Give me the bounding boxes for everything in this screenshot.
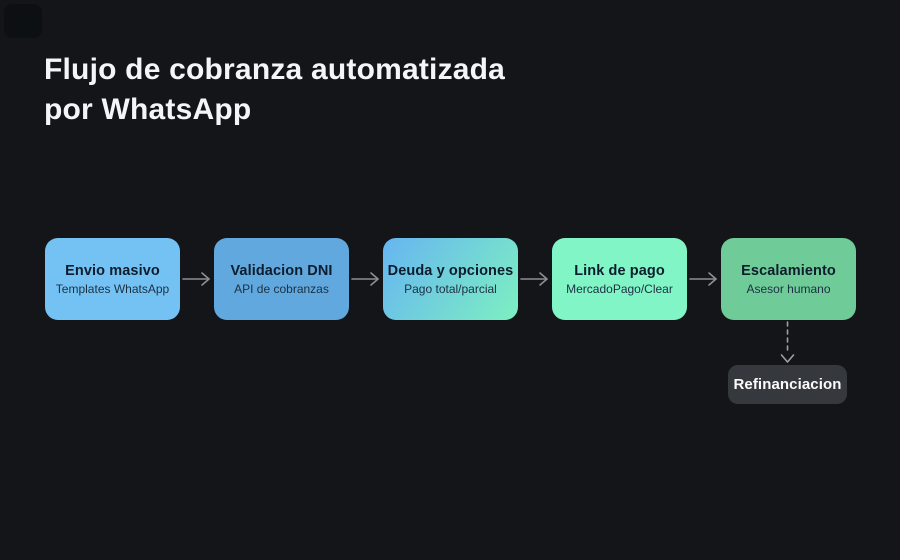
step-title: Deuda y opciones bbox=[387, 262, 514, 279]
branch-box-label: Refinanciacion bbox=[733, 376, 842, 393]
step-title: Validacion DNI bbox=[230, 262, 333, 279]
step-subtitle: Templates WhatsApp bbox=[55, 281, 170, 296]
arrow-right-icon bbox=[349, 238, 383, 320]
page-title-line-1: Flujo de cobranza automatizada bbox=[44, 53, 506, 86]
flow-row: Envio masivo Templates WhatsApp Validaci… bbox=[45, 238, 856, 320]
page-title-line-2: por WhatsApp bbox=[44, 93, 252, 126]
corner-smudge bbox=[4, 4, 42, 38]
arrow-right-icon bbox=[518, 238, 552, 320]
step-title: Escalamiento bbox=[741, 262, 836, 279]
step-subtitle: Pago total/parcial bbox=[404, 281, 497, 296]
arrow-right-icon bbox=[687, 238, 721, 320]
flow-step-escalamiento: Escalamiento Asesor humano bbox=[721, 238, 856, 320]
arrow-right-icon bbox=[180, 238, 214, 320]
step-subtitle: MercadoPago/Clear bbox=[566, 281, 673, 296]
step-title: Envio masivo bbox=[65, 262, 160, 279]
step-title: Link de pago bbox=[574, 262, 665, 279]
flow-step-validacion-dni: Validacion DNI API de cobranzas bbox=[214, 238, 349, 320]
branch-box-refinanciacion: Refinanciacion bbox=[728, 365, 847, 404]
step-subtitle: Asesor humano bbox=[746, 281, 831, 296]
flow-step-link-de-pago: Link de pago MercadoPago/Clear bbox=[552, 238, 687, 320]
arrow-down-dashed-icon bbox=[780, 321, 795, 364]
flow-step-envio-masivo: Envio masivo Templates WhatsApp bbox=[45, 238, 180, 320]
flow-step-deuda-y-opciones: Deuda y opciones Pago total/parcial bbox=[383, 238, 518, 320]
step-subtitle: API de cobranzas bbox=[234, 281, 329, 296]
page-title: Flujo de cobranza automatizada por Whats… bbox=[44, 50, 505, 130]
